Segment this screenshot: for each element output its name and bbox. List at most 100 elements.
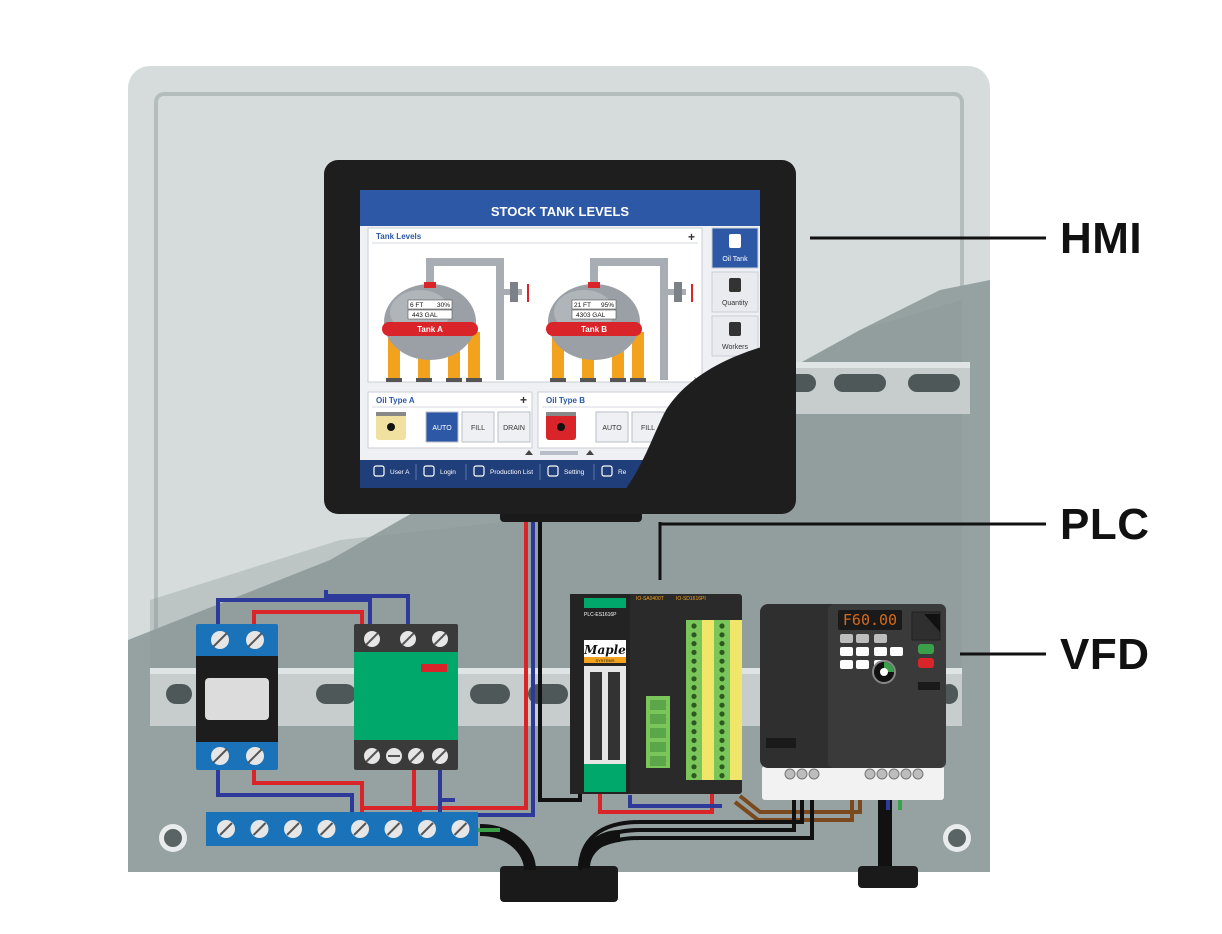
oil-drain-button[interactable]: DRAIN xyxy=(497,411,531,443)
bottom-bar-production-list[interactable]: Production List xyxy=(473,465,533,477)
plc-terminal-point xyxy=(719,720,725,726)
oil-type-title: Oil Type A xyxy=(376,396,415,405)
plc-terminal-point xyxy=(719,702,725,708)
gland-left xyxy=(500,866,618,902)
vfd-key xyxy=(840,660,853,669)
tank-level-ft: 21 FT xyxy=(574,302,591,309)
bottom-bar-re[interactable]: Re xyxy=(601,465,627,477)
refresh-icon xyxy=(601,465,613,477)
vfd-stop-led xyxy=(918,658,934,668)
gland-right xyxy=(858,866,918,888)
plc-terminal-point xyxy=(719,623,725,629)
vfd-key xyxy=(840,634,853,643)
vfd-run-led xyxy=(918,644,934,654)
plc-terminal-point xyxy=(691,676,697,682)
button-label: DRAIN xyxy=(503,425,525,432)
vfd-terminal xyxy=(808,768,820,780)
vfd-key xyxy=(856,647,869,656)
plc-terminal-point xyxy=(719,737,725,744)
plc-callout-label: PLC xyxy=(1060,500,1150,549)
terminal-block-strip xyxy=(206,812,478,846)
circuit-breaker xyxy=(196,624,278,770)
plc-terminal-point xyxy=(691,667,697,673)
plc-terminal xyxy=(650,742,666,752)
plc-terminal-point xyxy=(691,729,697,735)
vfd-terminal xyxy=(900,768,912,780)
vfd-key xyxy=(890,647,903,656)
button-label: AUTO xyxy=(432,425,452,432)
side-menu-oil-tank[interactable]: Oil Tank xyxy=(711,227,759,269)
plc-terminal-point xyxy=(691,685,697,691)
vfd-terminal xyxy=(912,768,924,780)
pager-indicator xyxy=(540,451,578,455)
vfd-key xyxy=(874,647,887,656)
vfd-display: F60.00 xyxy=(843,611,897,629)
plc-terminal-point xyxy=(719,764,725,770)
vfd-terminal xyxy=(864,768,876,780)
plc-terminal-point xyxy=(719,729,725,735)
side-menu-label: Oil Tank xyxy=(722,256,748,263)
plc-terminal-point xyxy=(691,711,697,717)
bottom-bar-label: User A xyxy=(390,469,410,476)
plc-terminal-point xyxy=(719,658,725,664)
tank-percent: 95% xyxy=(601,302,614,309)
plc-terminal-point xyxy=(691,773,697,779)
plc-terminal-point xyxy=(691,755,697,761)
hmi-title: STOCK TANK LEVELS xyxy=(491,204,630,219)
plc-brand-sub: SYSTEMS xyxy=(595,658,614,663)
wiring xyxy=(216,520,914,871)
oil-auto-button[interactable]: AUTO xyxy=(595,411,629,443)
vfd-terminal xyxy=(876,768,888,780)
plc-terminal-point xyxy=(691,641,697,647)
plc-terminal xyxy=(650,714,666,724)
plc-module2-label: IO-SD1616PI xyxy=(676,596,706,602)
oil-panel-add-icon[interactable]: + xyxy=(520,393,527,407)
oil-auto-button[interactable]: AUTO xyxy=(425,411,459,443)
oil-type-title: Oil Type B xyxy=(546,396,585,405)
plc-terminal-point xyxy=(719,746,725,752)
plc-terminal-point xyxy=(691,702,697,708)
tank-gallons: 443 GAL xyxy=(412,312,438,319)
tank-panel-add-icon: + xyxy=(688,230,695,244)
plc-terminal-point xyxy=(691,737,697,744)
valve-icon xyxy=(674,282,682,302)
button-label: AUTO xyxy=(602,425,622,432)
vfd-terminal xyxy=(796,768,808,780)
side-menu-quantity[interactable]: Quantity xyxy=(711,271,759,313)
plc-module1-label: IO-SA0400T xyxy=(636,596,664,602)
side-menu-workers[interactable]: Workers xyxy=(711,315,759,357)
plc-terminal-point xyxy=(691,693,697,700)
bottom-bar-label: Production List xyxy=(490,469,533,476)
plc-terminal-point xyxy=(691,623,697,629)
side-menu-label: Workers xyxy=(722,344,748,351)
bottom-bar-login[interactable]: Login xyxy=(423,465,456,477)
button-label: FILL xyxy=(471,425,485,432)
plc-terminal-point xyxy=(719,755,725,761)
hmi: STOCK TANK LEVELS Tank Levels + Tank A6 … xyxy=(324,160,796,522)
quantity-icon xyxy=(729,278,741,292)
vfd-callout-label: VFD xyxy=(1060,630,1150,679)
bottom-bar-setting[interactable]: Setting xyxy=(547,465,585,477)
tank-level-ft: 6 FT xyxy=(410,302,423,309)
plc-terminal xyxy=(650,728,666,738)
contactor xyxy=(354,624,458,770)
oil-tank-icon xyxy=(729,234,741,248)
hmi-callout-label: HMI xyxy=(1060,214,1143,263)
list-icon xyxy=(473,465,485,477)
bottom-bar-label: Login xyxy=(440,469,456,476)
callout-lines xyxy=(658,236,1046,656)
oil-fill-button[interactable]: FILL xyxy=(461,411,495,443)
tank-panel-title: Tank Levels xyxy=(376,232,422,241)
plc-brand: Maple xyxy=(583,643,626,657)
scroll-up-icon xyxy=(586,450,594,455)
plc: Maple SYSTEMS PLC-ES1616P IO-SA0400T IO-… xyxy=(570,594,742,794)
workers-icon xyxy=(729,322,741,336)
valve-icon xyxy=(510,282,518,302)
scroll-right-icon: › xyxy=(694,376,696,382)
plc-terminal-point xyxy=(719,711,725,717)
plc-terminal-point xyxy=(691,764,697,770)
bottom-bar-user-a[interactable]: User A xyxy=(373,465,410,477)
